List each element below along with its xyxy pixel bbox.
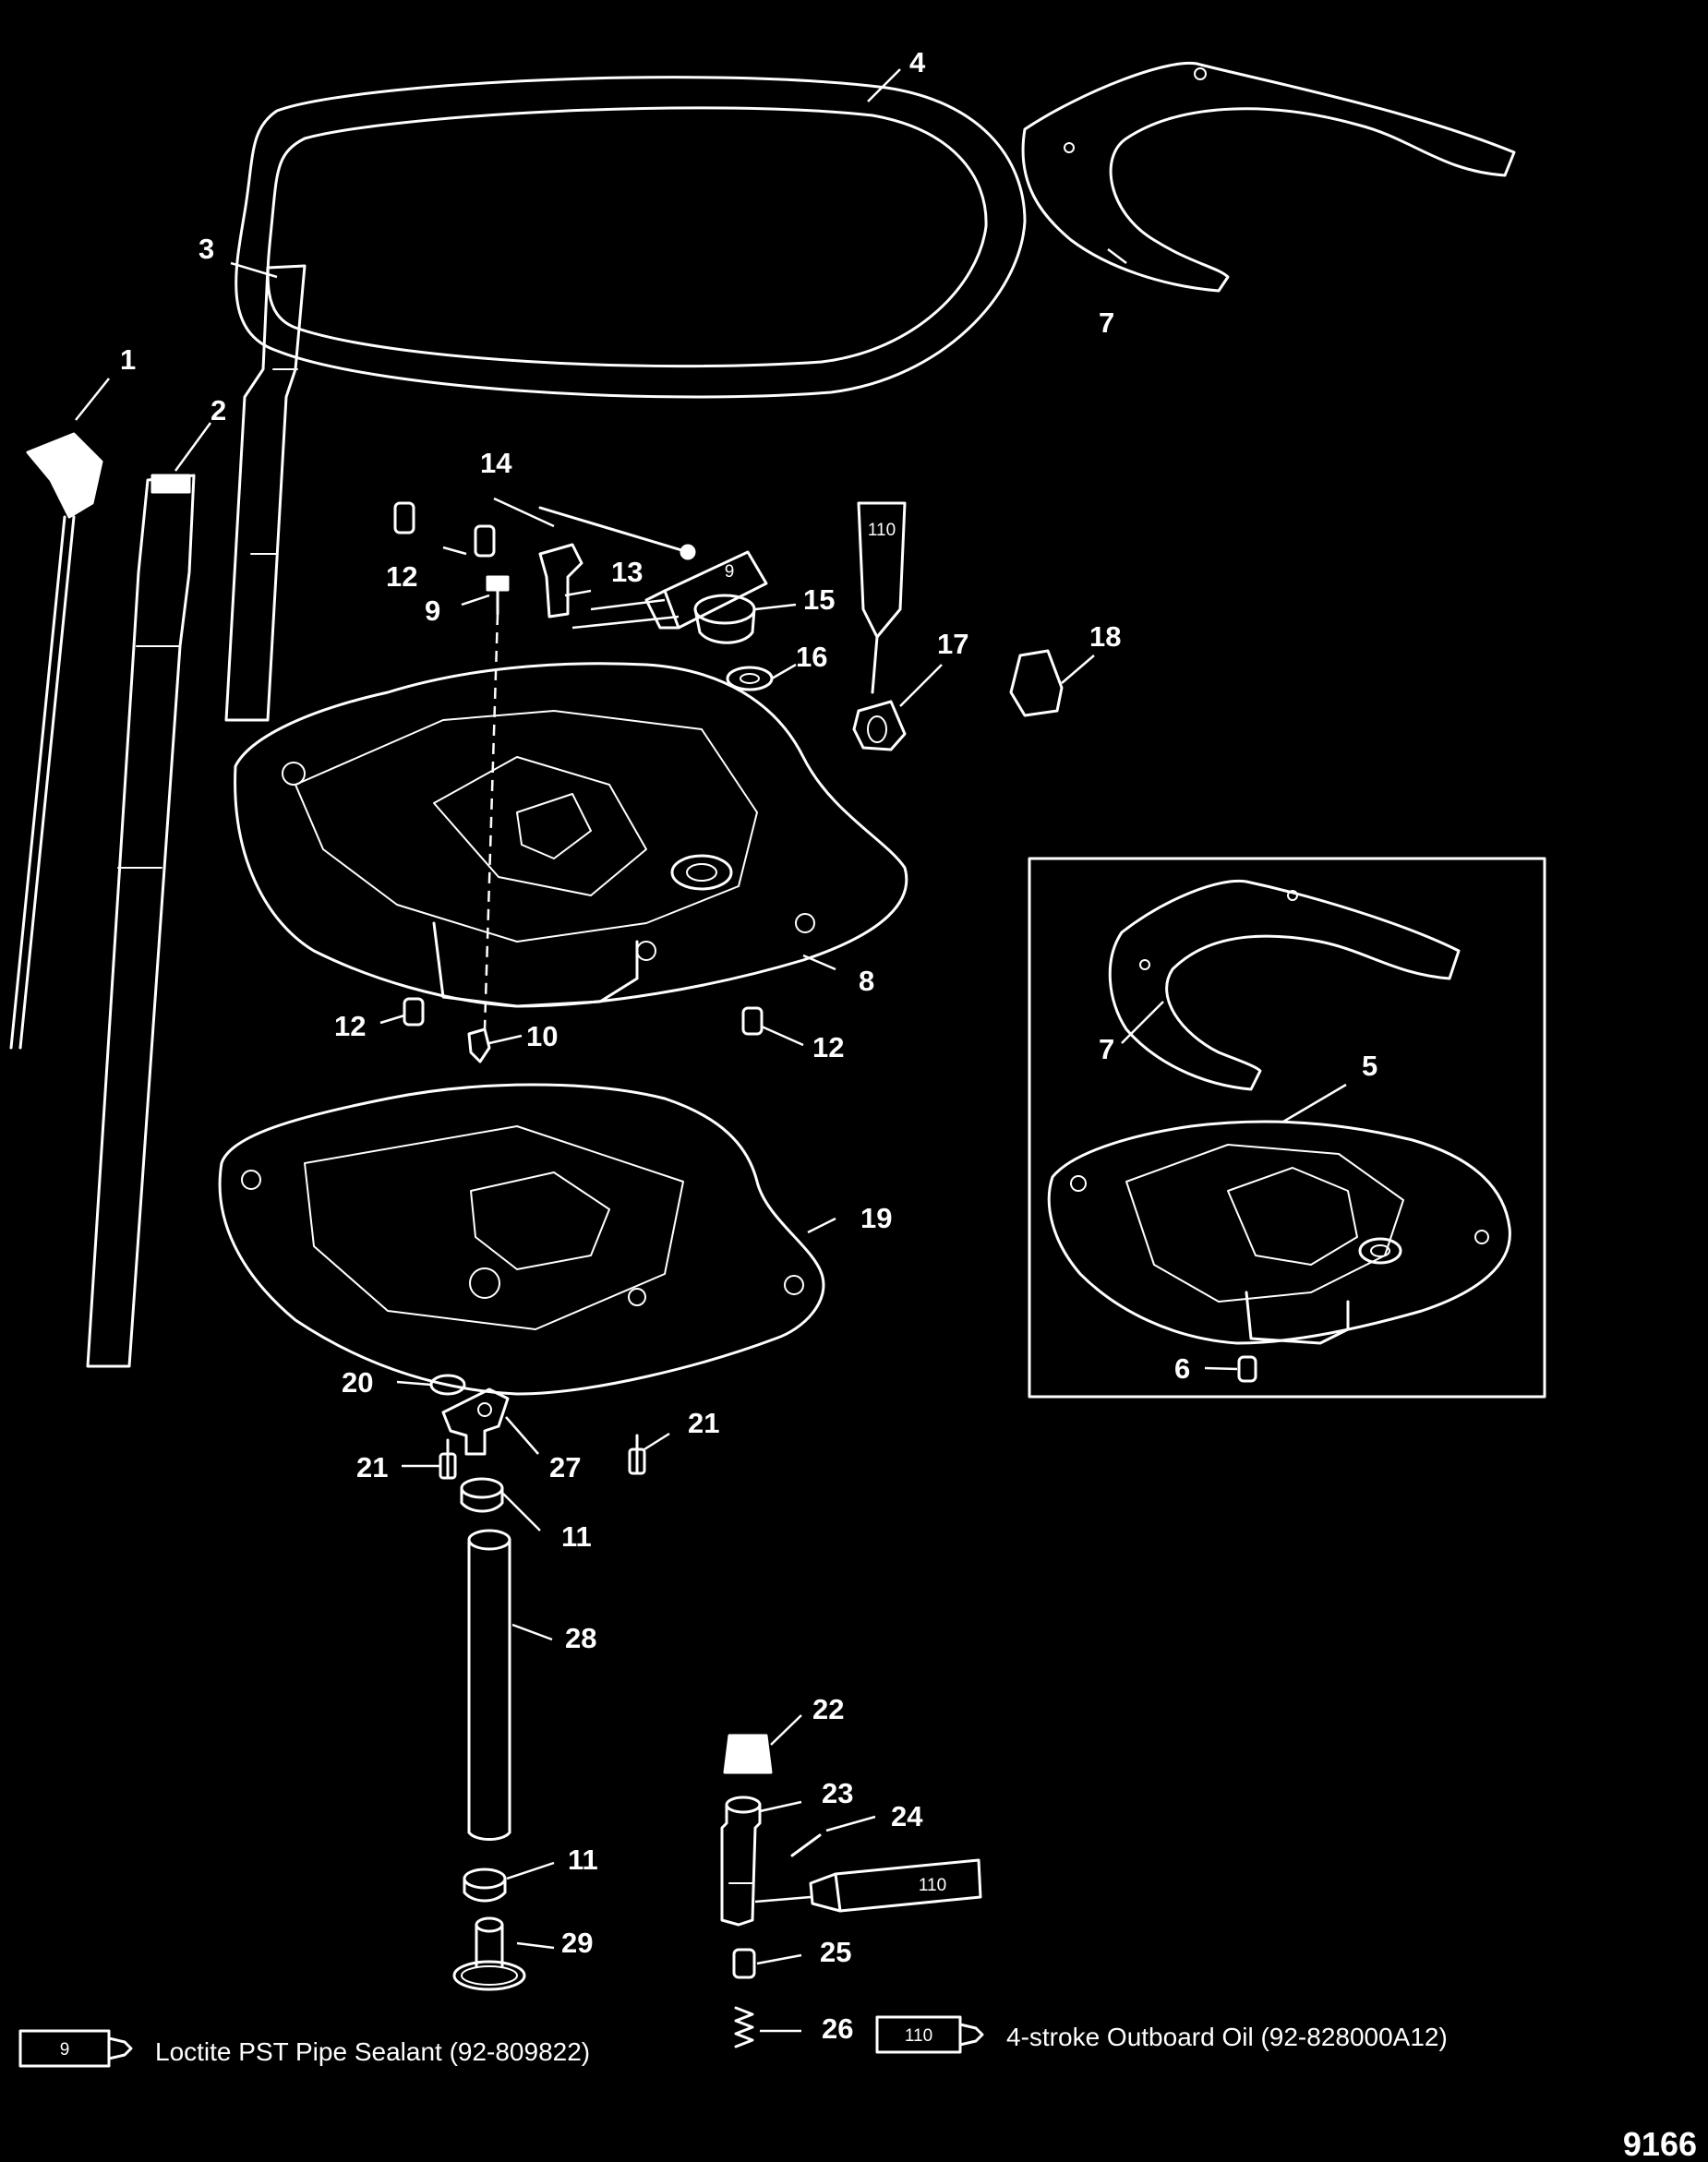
part-8-adapter-plate <box>234 662 908 1008</box>
tube-label-110-top: 110 <box>868 521 896 540</box>
legend-text-9: Loctite PST Pipe Sealant (92-809822) <box>155 2037 590 2066</box>
callout-21-right: 21 <box>688 1407 719 1439</box>
part-1-dipstick <box>9 432 103 1050</box>
part-29-fitting <box>452 1916 526 1991</box>
part-13-elbow <box>538 543 583 619</box>
callout-13: 13 <box>611 556 643 588</box>
part-5-adapter-plate-inset <box>1047 1120 1511 1345</box>
callout-11-upper: 11 <box>561 1520 592 1553</box>
part-10-fitting <box>467 1027 491 1063</box>
callout-27: 27 <box>549 1451 581 1483</box>
part-18-cap <box>1009 649 1064 717</box>
callout-19: 19 <box>860 1202 892 1234</box>
callout-24: 24 <box>891 1800 923 1832</box>
oil-tube-110-top: 110 <box>857 501 907 694</box>
callout-8: 8 <box>859 965 874 997</box>
oil-tube-110-right: 110 <box>809 1858 982 1913</box>
legend-code-9: 9 <box>60 2040 70 2060</box>
legend-text-110: 4-stroke Outboard Oil (92-828000A12) <box>1006 2023 1448 2051</box>
callout-7-inset: 7 <box>1099 1033 1114 1065</box>
part-6-pin-inset <box>1237 1355 1257 1383</box>
callout-6: 6 <box>1174 1352 1190 1385</box>
figure-number: 9166 <box>1623 2125 1697 2162</box>
callout-7-top: 7 <box>1099 306 1114 339</box>
callout-23: 23 <box>822 1777 853 1809</box>
callout-2: 2 <box>210 394 226 426</box>
part-15-bushing <box>693 594 756 644</box>
part-28-tube <box>467 1529 511 1841</box>
part-12-pins-top <box>393 501 496 558</box>
assembly-centerline <box>483 613 499 1030</box>
part-3-tube <box>224 264 307 722</box>
part-14-rod <box>538 506 696 560</box>
callout-10: 10 <box>526 1020 558 1052</box>
callout-21-left: 21 <box>356 1451 388 1483</box>
part-21-screw-right <box>628 1434 646 1475</box>
part-17-grommet <box>852 700 907 751</box>
callout-26: 26 <box>822 2012 853 2045</box>
callout-4: 4 <box>909 46 926 78</box>
callout-9: 9 <box>425 595 440 627</box>
part-9-screw <box>486 575 510 616</box>
part-7-gasket-inset <box>1108 879 1461 1091</box>
callout-12-middle: 12 <box>334 1010 366 1042</box>
callout-1: 1 <box>120 343 136 376</box>
part-24-pin <box>790 1833 822 1857</box>
legend-code-110: 110 <box>905 2026 932 2046</box>
tube-label-110-right: 110 <box>919 1876 946 1895</box>
part-19-gasket-plate <box>218 1083 825 1396</box>
part-2-dipstick-tube <box>86 474 196 1368</box>
callout-numbers: 1 2 3 4 7 14 12 9 13 15 16 17 18 8 12 10… <box>120 46 1377 2045</box>
callout-28: 28 <box>565 1622 596 1654</box>
callout-12-top: 12 <box>386 560 417 593</box>
callout-16: 16 <box>796 641 827 673</box>
callout-17: 17 <box>937 628 968 660</box>
callout-29: 29 <box>561 1927 593 1959</box>
sealant-tube-9-top: 9 <box>644 550 768 630</box>
callout-12-right: 12 <box>812 1031 844 1063</box>
part-12-pins-middle <box>403 997 764 1036</box>
callout-14: 14 <box>480 447 512 479</box>
callout-18: 18 <box>1089 620 1121 653</box>
inset-box <box>1028 857 1546 1399</box>
part-25-spacer <box>732 1948 756 1979</box>
callout-15: 15 <box>803 583 835 616</box>
callout-20: 20 <box>342 1366 373 1399</box>
part-22-cap <box>723 1734 773 1774</box>
part-7-gasket-top <box>1021 62 1516 293</box>
callout-5: 5 <box>1362 1050 1377 1082</box>
legend-item-110: 110 4-stroke Outboard Oil (92-828000A12) <box>875 2015 1448 2054</box>
part-21-screw-left <box>439 1438 457 1480</box>
part-11-ring-upper <box>460 1477 504 1513</box>
callout-22: 22 <box>812 1693 844 1725</box>
leader-lines <box>75 68 1347 2033</box>
part-11-ring-lower <box>463 1868 507 1903</box>
part-4-seal-ring <box>235 76 1027 399</box>
legend: 9 Loctite PST Pipe Sealant (92-809822) 1… <box>18 2015 1448 2068</box>
part-23-valve-body <box>720 1796 762 1927</box>
part-27-bracket <box>441 1387 510 1456</box>
callout-25: 25 <box>820 1936 851 1968</box>
callout-11-lower: 11 <box>568 1844 598 1876</box>
legend-item-9: 9 Loctite PST Pipe Sealant (92-809822) <box>18 2029 590 2068</box>
part-26-spring <box>734 2006 754 2048</box>
tube-label-9-top: 9 <box>725 562 735 582</box>
callout-3: 3 <box>198 233 214 265</box>
